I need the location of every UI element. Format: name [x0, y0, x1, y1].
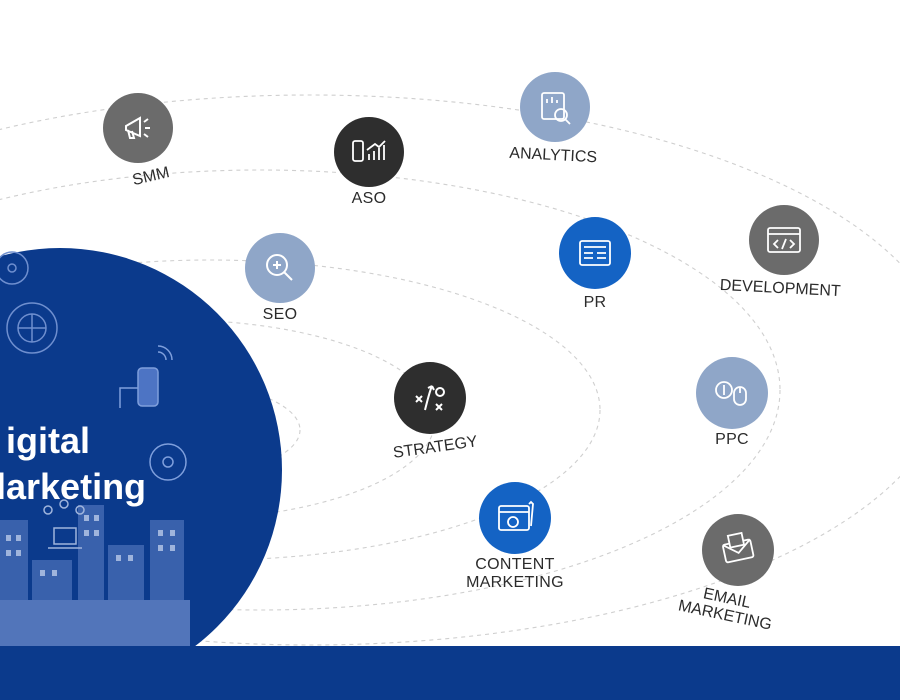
envelope-icon [722, 531, 755, 564]
smm-label: SMM [131, 164, 171, 189]
network-globe-icon [6, 302, 58, 354]
newspaper-icon [579, 240, 611, 266]
pay-per-click-icon [715, 381, 747, 406]
aso-label: ASO [351, 190, 387, 207]
hub-icon [0, 251, 29, 285]
strategy-node-circle [394, 362, 466, 434]
orbit-ring [0, 259, 601, 561]
seo-node-circle [245, 233, 315, 303]
development-label: DEVELOPMENT [719, 277, 841, 300]
smartphone-signal-icon [119, 345, 173, 408]
ppc-label: PPC [715, 431, 749, 448]
search-plus-icon [266, 254, 293, 281]
analytics-label: ANALYTICS [509, 145, 598, 167]
seo-label: SEO [262, 306, 298, 323]
mobile-growth-icon [352, 140, 386, 162]
email-marketing-node-circle [702, 514, 774, 586]
bottom-bar [0, 646, 900, 700]
content-marketing-label-line2: MARKETING [466, 574, 564, 591]
strategy-play-icon [415, 385, 445, 411]
smm-node-circle [103, 93, 173, 163]
circuit-node-icon [149, 443, 187, 481]
orbit-ring [0, 169, 781, 611]
skyline-windows [6, 515, 175, 576]
team-laptop-icon [43, 499, 85, 549]
orbit-ring [0, 94, 900, 646]
content-marketing-label-line1: CONTENT [475, 556, 555, 573]
hero-title-line1: igital [6, 420, 91, 461]
megaphone-icon [125, 116, 150, 139]
hero-title-line2: larketing [0, 466, 147, 507]
content-settings-icon [498, 500, 534, 531]
development-node-circle [749, 205, 819, 275]
aso-node-circle [334, 117, 404, 187]
pr-label: PR [583, 294, 607, 311]
pr-node-circle [559, 217, 631, 289]
strategy-label: STRATEGY [392, 433, 479, 462]
analytics-node-circle [520, 72, 590, 142]
code-window-icon [767, 227, 801, 253]
analytics-report-icon [541, 92, 571, 125]
